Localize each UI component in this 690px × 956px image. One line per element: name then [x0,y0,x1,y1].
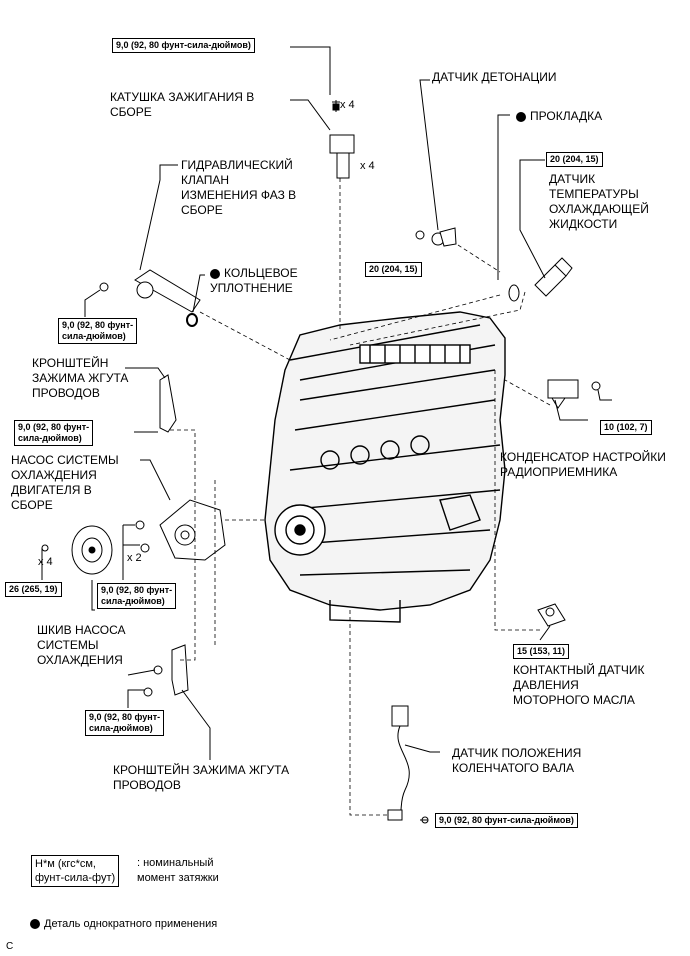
torque-bracket-bottom-bolt: 9,0 (92, 80 фунт- сила-дюймов) [85,710,165,736]
single-use-dot-icon [210,268,220,279]
torque-ocv-bolt: 9,0 (92, 80 фунт- сила-дюймов) [58,318,138,344]
harness-bracket-bottom-part [171,644,189,696]
pump-pulley-part [71,525,113,575]
torque-pulley-bolt: 26 (265, 19) [5,582,62,597]
label-o-ring-text: КОЛЬЦЕВОЕ УПЛОТНЕНИЕ [210,266,298,295]
engine-block [264,311,506,623]
knock-sensor-part [415,227,457,247]
torque-noise-filter-bolt: 10 (102, 7) [600,420,652,435]
gasket-part [508,284,520,302]
torque-pump-bolt: 9,0 (92, 80 фунт- сила-дюймов) [97,583,177,609]
torque-crank-bolt: 9,0 (92, 80 фунт-сила-дюймов) [435,813,578,828]
water-pump-part [159,499,226,561]
ocv-part [99,269,201,313]
torque-coolant-sensor: 20 (204, 15) [546,152,603,167]
legend-units-box: Н*м (кгс*см, фунт-сила-фут) [31,855,120,887]
install-paths [170,178,551,816]
qty-coil: x 4 [360,160,375,172]
leader-lines [41,46,612,821]
single-use-dot-icon [30,919,40,930]
legend-single-use-text: Деталь однократного применения [44,918,218,930]
label-ocv: ГИДРАВЛИЧЕСКИЙ КЛАПАН ИЗМЕНЕНИЯ ФАЗ В СБ… [181,158,297,217]
label-knock-sensor: ДАТЧИК ДЕТОНАЦИИ [432,70,557,84]
label-water-pump: НАСОС СИСТЕМЫ ОХЛАЖДЕНИЯ ДВИГАТЕЛЯ В СБО… [11,453,119,512]
label-gasket: ПРОКЛАДКА [516,109,602,124]
label-coolant-temp-sensor: ДАТЧИК ТЕМПЕРАТУРЫ ОХЛАЖДАЮЩЕЙ ЖИДКОСТИ [549,172,649,231]
label-pump-pulley: ШКИВ НАСОСА СИСТЕМЫ ОХЛАЖДЕНИЯ [37,623,126,667]
label-oil-pressure-switch: КОНТАКТНЫЙ ДАТЧИК ДАВЛЕНИЯ МОТОРНОГО МАС… [513,663,645,707]
single-use-dot-icon [516,111,526,122]
torque-bracket-top-bolt: 9,0 (92, 80 фунт- сила-дюймов) [14,420,94,446]
torque-oil-switch: 15 (153, 11) [513,644,570,659]
qty-pulley-bolt: x 4 [38,556,53,568]
label-noise-filter: КОНДЕНСАТОР НАСТРОЙКИ РАДИОПРИЕМНИКА [500,450,666,479]
oil-switch-part [537,603,566,627]
torque-coil-bolt: 9,0 (92, 80 фунт-сила-дюймов) [112,38,255,53]
label-crank-sensor: ДАТЧИК ПОЛОЖЕНИЯ КОЛЕНЧАТОГО ВАЛА [452,746,582,775]
label-ignition-coil: КАТУШКА ЗАЖИГАНИЯ В СБОРЕ [110,90,255,119]
qty-coil-bolt: x 4 [340,99,355,111]
label-harness-bracket-top: КРОНШТЕЙН ЗАЖИМА ЖГУТА ПРОВОДОВ [32,356,129,400]
corner-code: C [6,941,14,952]
ignition-coil-part [329,100,355,179]
coolant-sensor-part [534,257,573,297]
label-harness-bracket-bottom: КРОНШТЕЙН ЗАЖИМА ЖГУТА ПРОВОДОВ [113,763,290,792]
legend-single-use: Деталь однократного применения [30,917,217,932]
o-ring-part [186,313,198,327]
qty-pump-bolt: x 2 [127,552,142,564]
label-o-ring: КОЛЬЦЕВОЕ УПЛОТНЕНИЕ [210,266,298,296]
harness-bracket-top-part [159,374,177,433]
crank-sensor-part [387,705,429,824]
noise-filter-part [547,379,601,409]
legend-units-text: : номинальный момент затяжки [137,857,219,884]
torque-knock-nut: 20 (204, 15) [365,262,422,277]
label-gasket-text: ПРОКЛАДКА [530,109,603,123]
